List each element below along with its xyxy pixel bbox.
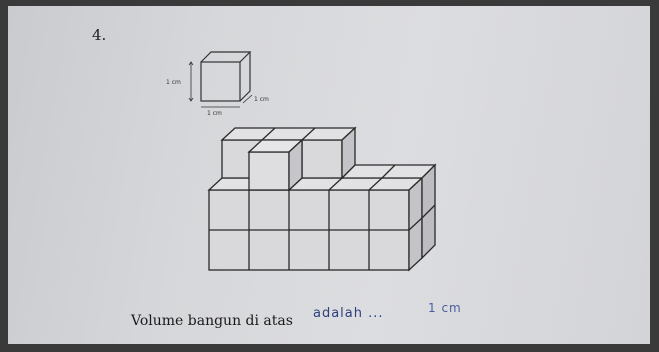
cube-width-label: 1 cm [207, 110, 222, 117]
cube-height-label: 1 cm [166, 79, 181, 86]
cube-stack-drawing [207, 126, 437, 272]
question-number: 4. [92, 26, 107, 44]
handwritten-answer: adalah ... [313, 306, 384, 321]
unit-cube-drawing [188, 51, 253, 108]
question-text: Volume bangun di atas [131, 313, 293, 329]
cube-depth-label: 1 cm [254, 96, 269, 103]
handwritten-unit: 1 cm [428, 301, 462, 315]
